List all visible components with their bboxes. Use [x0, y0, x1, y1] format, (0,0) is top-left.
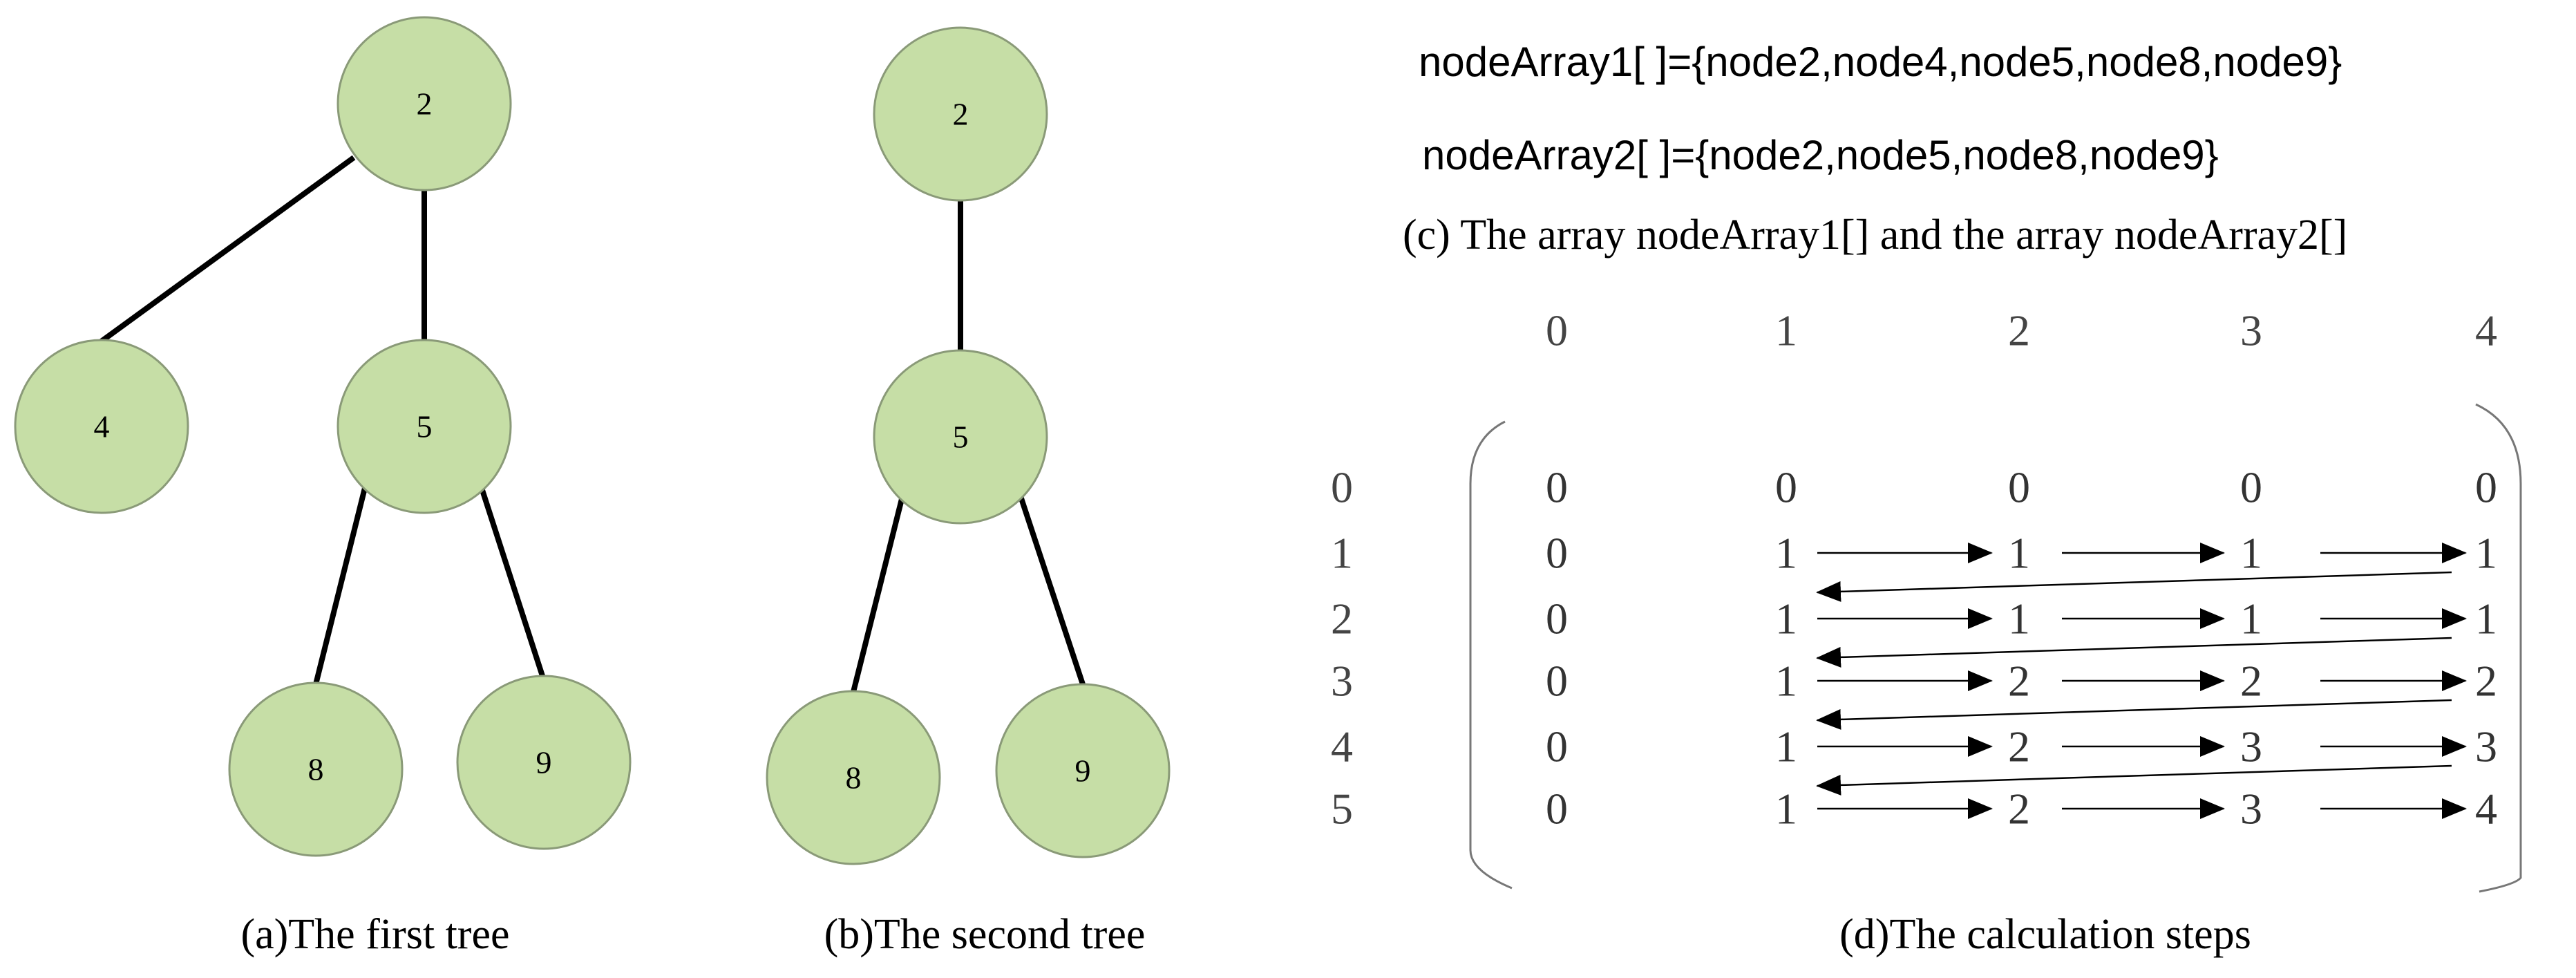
- column-index: 3: [2240, 306, 2262, 355]
- column-index: 0: [1546, 306, 1568, 355]
- step-arrow: [1816, 764, 2452, 796]
- calculation-arrows: [1816, 543, 2467, 819]
- left-bracket: [1469, 420, 1513, 890]
- row-index: 3: [1331, 657, 1353, 706]
- column-index: 1: [1775, 306, 1797, 355]
- matrix-cell: 1: [2240, 529, 2262, 578]
- tree1-caption: (a)The first tree: [241, 911, 510, 958]
- matrix-cell: 1: [2475, 529, 2497, 578]
- tree1-node-9-label: 9: [536, 745, 552, 780]
- tree1-node-2: 2: [337, 16, 512, 191]
- row-index: 5: [1331, 784, 1353, 834]
- matrix-cell: 3: [2240, 784, 2262, 834]
- column-index: 4: [2475, 306, 2497, 355]
- step-arrow: [1816, 637, 2452, 668]
- matrix-cell: 0: [1546, 722, 1568, 771]
- row-index: 1: [1331, 529, 1353, 578]
- tree1-node-4: 4: [14, 339, 189, 514]
- matrix-cell: 1: [2240, 594, 2262, 643]
- tree2-node-5: 5: [873, 349, 1048, 525]
- tree2-caption: (b)The second tree: [824, 911, 1146, 958]
- array2-text: nodeArray2[ ]={node2,node5,node8,node9}: [1422, 132, 2219, 178]
- tree-2: 2 5 8 9 (b)The second tree: [766, 26, 1171, 958]
- column-indices: 0 1 2 3 4: [1546, 306, 2497, 355]
- row-indices: 0 1 2 3 4 5: [1331, 463, 1353, 834]
- matrix-cell: 2: [2475, 657, 2497, 706]
- matrix-caption: (d)The calculation steps: [1839, 911, 2251, 958]
- tree1-node-2-label: 2: [417, 86, 433, 122]
- tree1-edge-5-9: [479, 487, 546, 679]
- matrix-cell: 0: [1546, 784, 1568, 834]
- tree2-node-8-label: 8: [846, 760, 862, 796]
- matrix-cell: 1: [1775, 657, 1797, 706]
- tree2-node-2-label: 2: [953, 97, 969, 132]
- matrix-cell: 2: [2240, 657, 2262, 706]
- right-bracket: [2475, 403, 2522, 893]
- tree2-node-9: 9: [995, 683, 1171, 858]
- matrix-cell: 4: [2475, 784, 2497, 834]
- matrix-cell: 2: [2008, 722, 2030, 771]
- tree1-node-8-label: 8: [308, 752, 324, 787]
- matrix-cell: 0: [1546, 657, 1568, 706]
- matrix-cell: 0: [1546, 594, 1568, 643]
- tree2-edge-5-9: [1018, 495, 1086, 686]
- column-index: 2: [2008, 306, 2030, 355]
- matrix-cell: 2: [2008, 784, 2030, 834]
- matrix-cell: 0: [2008, 463, 2030, 512]
- tree2-edge-5-8: [851, 498, 905, 693]
- tree1-node-9: 9: [456, 675, 632, 850]
- array1-text: nodeArray1[ ]={node2,node4,node5,node8,n…: [1419, 39, 2342, 85]
- matrix-cell: 1: [1775, 529, 1797, 578]
- matrix-cell: 0: [1775, 463, 1797, 512]
- tree2-node-8: 8: [766, 690, 941, 865]
- row-index: 0: [1331, 463, 1353, 512]
- matrix-cell: 2: [2008, 657, 2030, 706]
- tree1-node-8: 8: [228, 681, 404, 857]
- matrix-panel: 0 1 2 3 4 0 1 2 3 4 5 0 0 0 0 0 0 1 1 1 1 0 1 1 1 1 0 1 2 2 2 0 1 2 3 3 0 1…: [1331, 306, 2522, 958]
- matrix-cell: 3: [2475, 722, 2497, 771]
- matrix-cell: 1: [1775, 594, 1797, 643]
- matrix-cell: 1: [1775, 722, 1797, 771]
- tree2-node-2: 2: [873, 26, 1048, 202]
- matrix-cell: 0: [2240, 463, 2262, 512]
- matrix-cell: 0: [1546, 463, 1568, 512]
- matrix-cell: 3: [2240, 722, 2262, 771]
- matrix-cell: 1: [1775, 784, 1797, 834]
- matrix-cells: 0 0 0 0 0 0 1 1 1 1 0 1 1 1 1 0 1 2 2 2 0 1 2 3 3 0 1 2 3 4: [1546, 463, 2497, 834]
- matrix-cell: 1: [2475, 594, 2497, 643]
- tree2-node-9-label: 9: [1075, 753, 1091, 789]
- tree1-node-4-label: 4: [94, 409, 110, 444]
- tree1-node-5-label: 5: [417, 409, 433, 444]
- tree-1: 2 4 5 8 9 (a)The first tree: [14, 16, 632, 958]
- step-arrow: [1816, 699, 2452, 730]
- matrix-cell: 0: [2475, 463, 2497, 512]
- tree1-node-5: 5: [337, 339, 512, 514]
- tree2-node-5-label: 5: [953, 420, 969, 455]
- row-index: 4: [1331, 722, 1353, 771]
- matrix-cell: 1: [2008, 529, 2030, 578]
- tree1-edge-2-4: [98, 155, 356, 345]
- matrix-cell: 1: [2008, 594, 2030, 643]
- matrix-cell: 0: [1546, 529, 1568, 578]
- step-arrow: [1816, 571, 2452, 602]
- tree1-edge-5-8: [313, 487, 368, 685]
- row-index: 2: [1331, 594, 1353, 643]
- arrays-panel: nodeArray1[ ]={node2,node4,node5,node8,n…: [1403, 39, 2347, 258]
- arrays-caption: (c) The array nodeArray1[] and the array…: [1403, 211, 2347, 258]
